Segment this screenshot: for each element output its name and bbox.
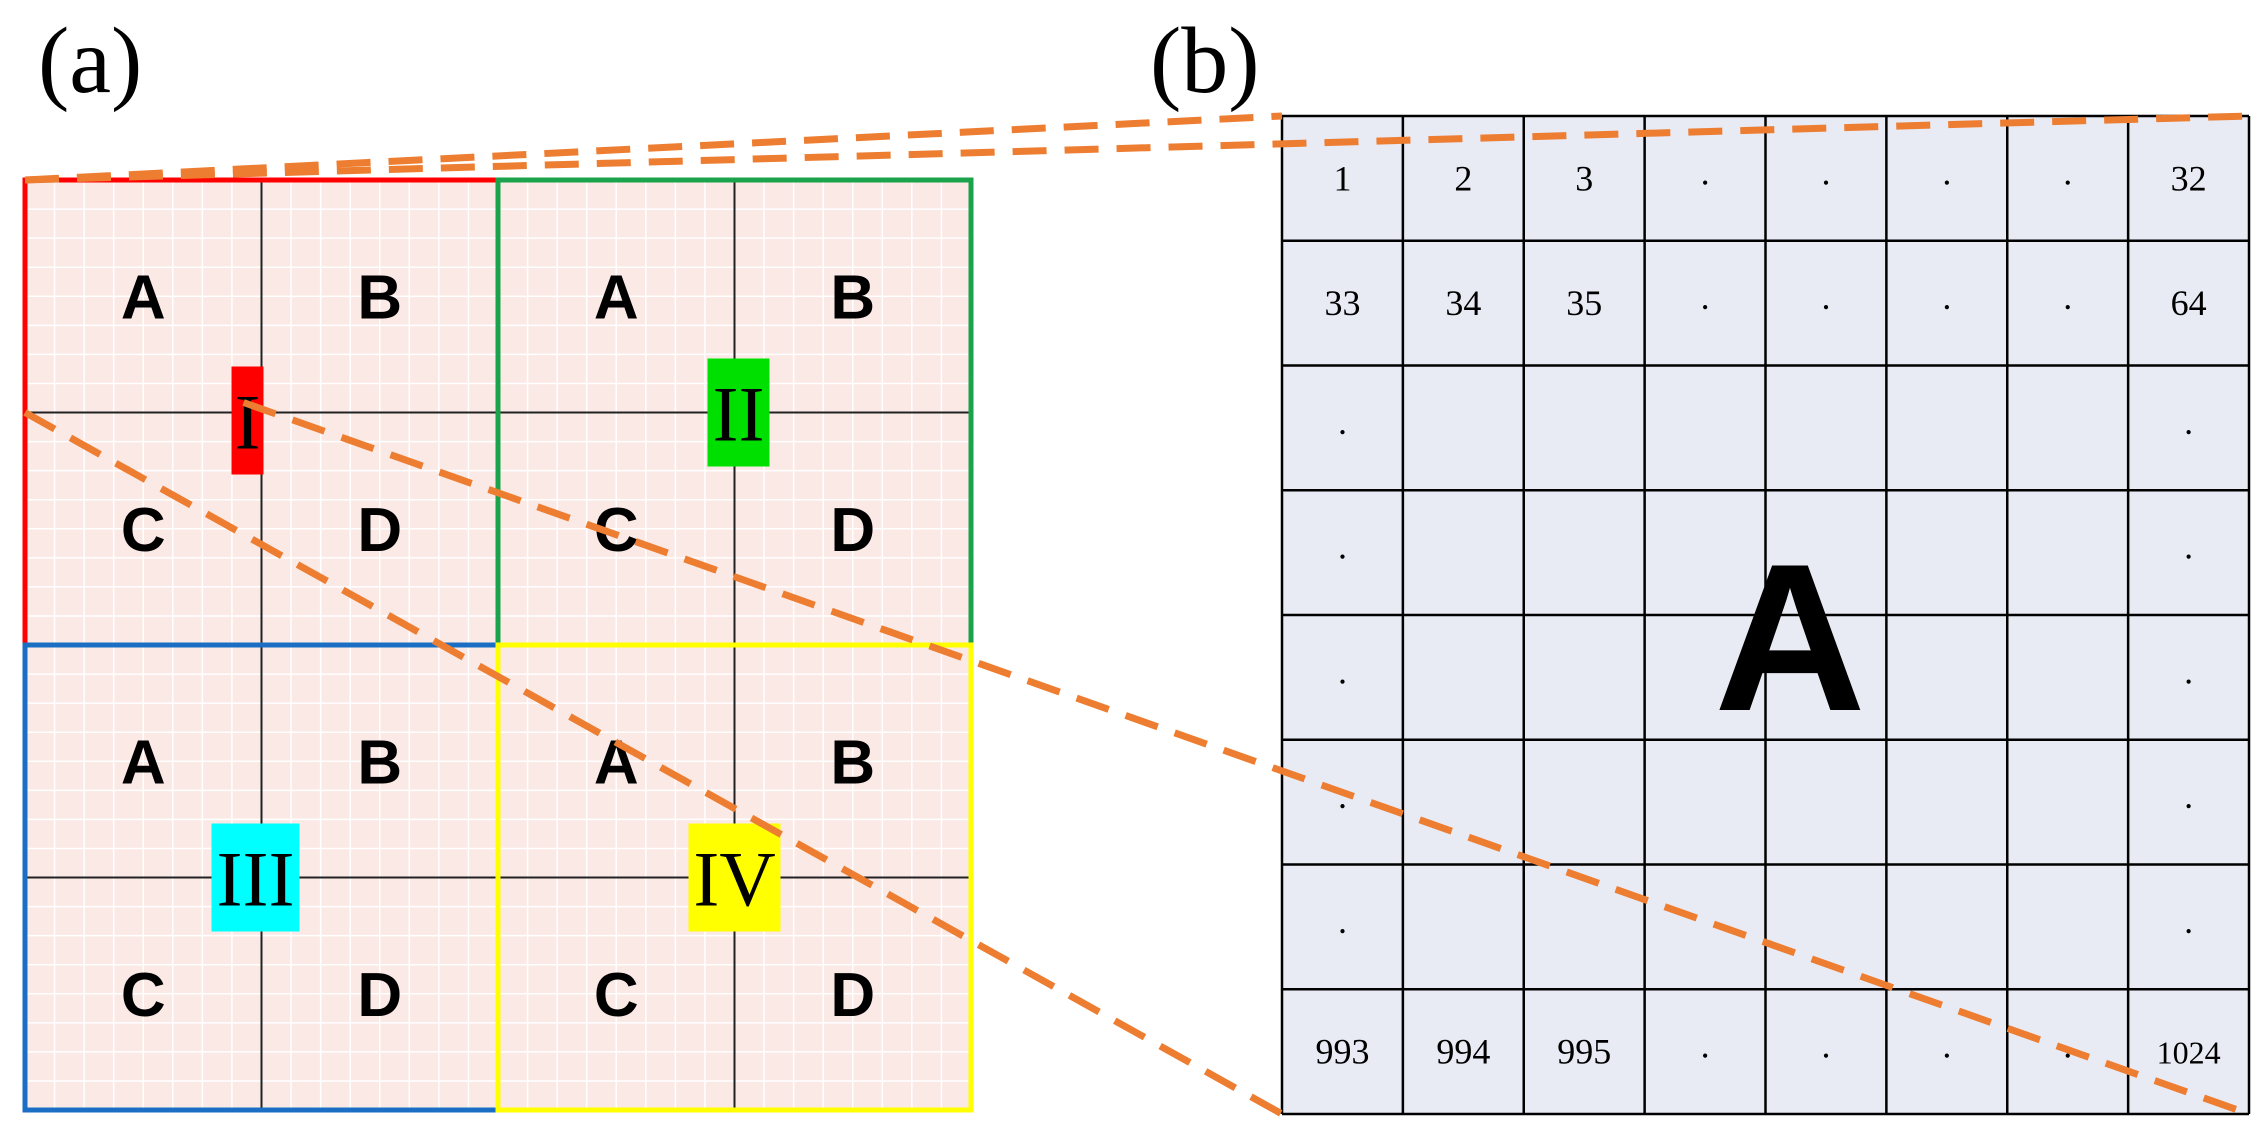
- sub-block-d: D: [357, 496, 402, 565]
- quadrant-border: [495, 642, 974, 1113]
- quadrant-badge-iv: IV: [688, 823, 781, 932]
- matrix-cell-r3-c1: .: [1338, 402, 1347, 442]
- quadrant-badge-i: I: [231, 366, 264, 475]
- quadrant-badge-ii: II: [707, 358, 770, 467]
- matrix-cell-r5-c8: .: [2184, 651, 2193, 691]
- matrix-cell-r3-c8: .: [2184, 402, 2193, 442]
- zoom-lines: [23, 112, 2251, 1118]
- matrix-cell-r8-c6: .: [1942, 1026, 1951, 1066]
- matrix-cell-r2-c3: 35: [1566, 283, 1602, 323]
- sub-block-c: C: [121, 961, 166, 1030]
- matrix-cell-r2-c5: .: [1821, 277, 1830, 317]
- roman-numeral: I: [235, 379, 261, 466]
- matrix-cell-r2-c1: 33: [1324, 283, 1360, 323]
- panel-a-label: (a): [38, 9, 142, 113]
- matrix-cell-r1-c6: .: [1942, 152, 1951, 192]
- matrix-cell-r2-c8: 64: [2171, 283, 2207, 323]
- matrix-cell-r8-c4: .: [1701, 1026, 1710, 1066]
- matrix-grid: [1280, 114, 2251, 1116]
- matrix-cell-r2-c6: .: [1942, 277, 1951, 317]
- matrix-cell-r8-c8: 1024: [2157, 1035, 2221, 1071]
- quadrant-badge-iii: III: [211, 823, 300, 932]
- sub-block-a: A: [594, 728, 639, 797]
- matrix-cell-r7-c1: .: [1338, 901, 1347, 941]
- sub-block-d: D: [830, 961, 875, 1030]
- matrix-cell-r6-c8: .: [2184, 776, 2193, 816]
- roman-numeral: IV: [693, 836, 775, 923]
- panel-b-label: (b): [1150, 9, 1260, 113]
- zoom-line-1: [24, 112, 1283, 184]
- matrix-cell-r5-c1: .: [1338, 651, 1347, 691]
- zoom-line-3: [23, 409, 1284, 1118]
- matrix-block-label: A: [1714, 520, 1866, 755]
- matrix-cell-r8-c7: .: [2063, 1026, 2072, 1066]
- roman-numeral: II: [713, 371, 765, 458]
- sub-block-b: B: [830, 728, 875, 797]
- sub-block-b: B: [357, 728, 402, 797]
- sub-block-d: D: [830, 496, 875, 565]
- matrix-cell-r6-c1: .: [1338, 776, 1347, 816]
- matrix-cell-r1-c3: 3: [1575, 158, 1593, 198]
- matrix-cell-r8-c5: .: [1821, 1026, 1830, 1066]
- matrix-cell-r8-c3: 995: [1557, 1032, 1611, 1072]
- matrix-cell-r4-c1: .: [1338, 527, 1347, 567]
- sub-block-b: B: [830, 263, 875, 332]
- matrix-cell-r1-c7: .: [2063, 152, 2072, 192]
- matrix-cell-r4-c8: .: [2184, 527, 2193, 567]
- matrix-cell-r1-c5: .: [1821, 152, 1830, 192]
- sub-block-c: C: [594, 961, 639, 1030]
- sub-block-a: A: [594, 263, 639, 332]
- roman-numeral: III: [217, 836, 295, 923]
- sub-block-a: A: [121, 728, 166, 797]
- quadrant-i: A B C D: [22, 177, 501, 648]
- sub-block-d: D: [357, 961, 402, 1030]
- matrix-cell-r7-c8: .: [2184, 901, 2193, 941]
- zoom-line-4: [242, 399, 2251, 1118]
- zoom-line-2: [24, 112, 2250, 184]
- matrix-cell-r8-c2: 994: [1436, 1032, 1490, 1072]
- matrix-cell-r1-c1: 1: [1333, 158, 1351, 198]
- sub-block-b: B: [357, 263, 402, 332]
- matrix-cell-r1-c2: 2: [1454, 158, 1472, 198]
- sub-block-a: A: [121, 263, 166, 332]
- matrix-cell-r8-c1: 993: [1315, 1032, 1369, 1072]
- matrix-cell-r2-c7: .: [2063, 277, 2072, 317]
- sub-block-c: C: [121, 496, 166, 565]
- matrix-cell-r1-c8: 32: [2171, 158, 2207, 198]
- matrix-cell-r2-c2: 34: [1445, 283, 1481, 323]
- matrix-cell-r2-c4: .: [1701, 277, 1710, 317]
- matrix-cell-r1-c4: .: [1701, 152, 1710, 192]
- panel-b-matrix: 1 2 3.... 32 33 34 35.... 64.......... 993 994 995…: [1280, 114, 2251, 1116]
